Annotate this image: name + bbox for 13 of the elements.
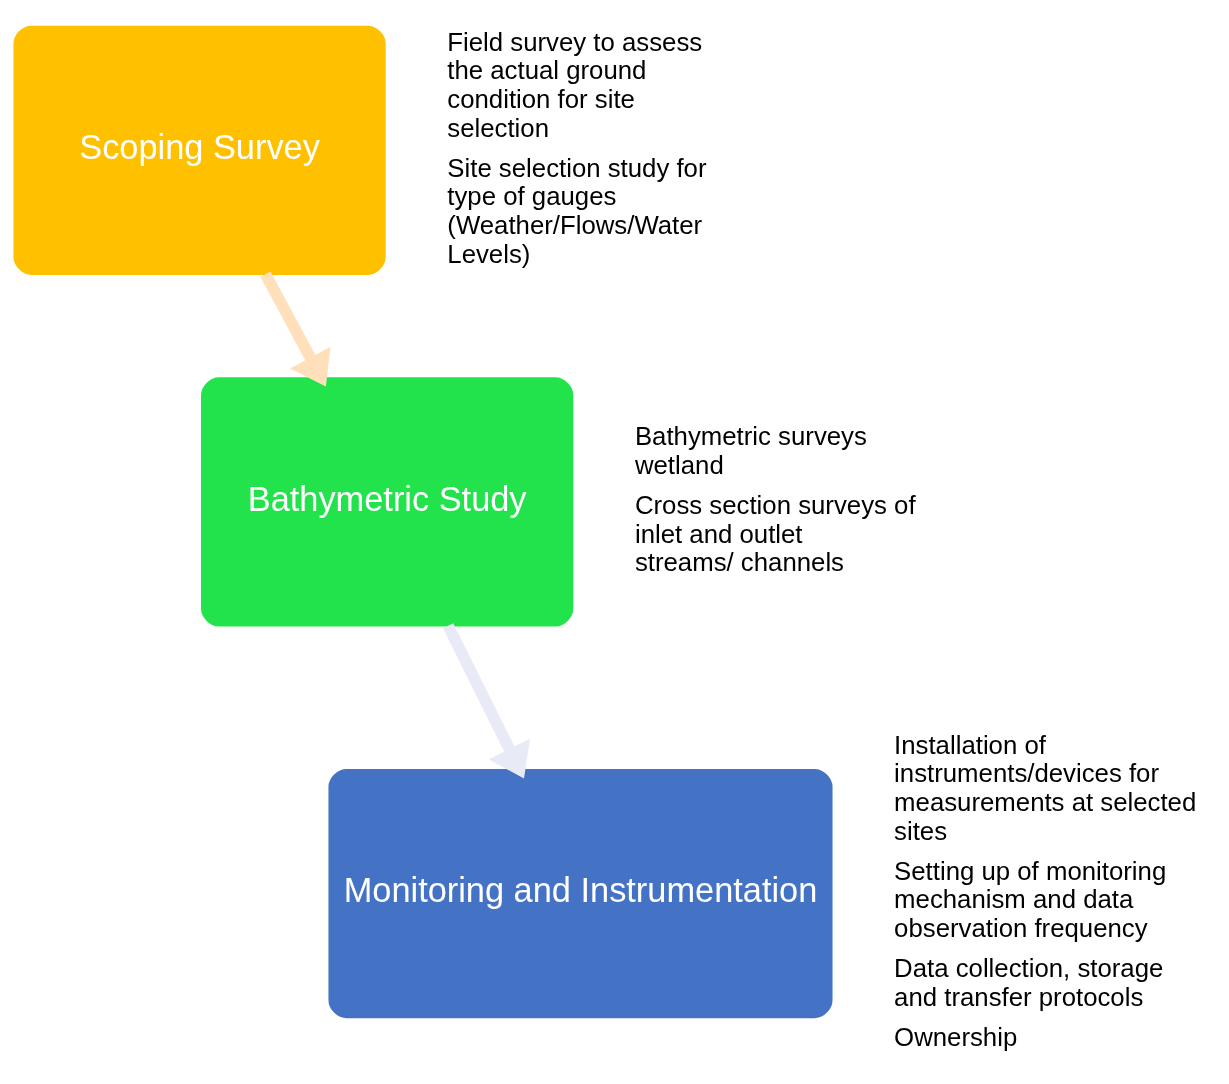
node-label: Data collection, storage and transfer protocols	[894, 954, 1164, 1011]
node-label: Cross section surveys of inlet and outlet streams/ channels	[634, 490, 916, 577]
node-label: Installation of instruments/devices for measurements at selected sites	[894, 730, 1197, 845]
node-label: Site selection study for type of gauges (Weather/Flows/Water Levels)	[447, 153, 707, 268]
arrow	[442, 623, 530, 779]
node-box: Bathymetric Study	[201, 377, 574, 627]
node-label: Setting up of monitoring mechanism and data observation frequency	[894, 856, 1167, 943]
node-label: Field survey to assess the actual ground condition for site selection	[447, 27, 703, 142]
node-box: Scoping Survey	[13, 25, 386, 275]
node-box: Monitoring and Instrumentation	[328, 768, 833, 1019]
node-label: Bathymetric surveys wetland	[634, 422, 867, 479]
node-label: Ownership	[894, 1022, 1018, 1051]
arrow	[260, 271, 331, 387]
